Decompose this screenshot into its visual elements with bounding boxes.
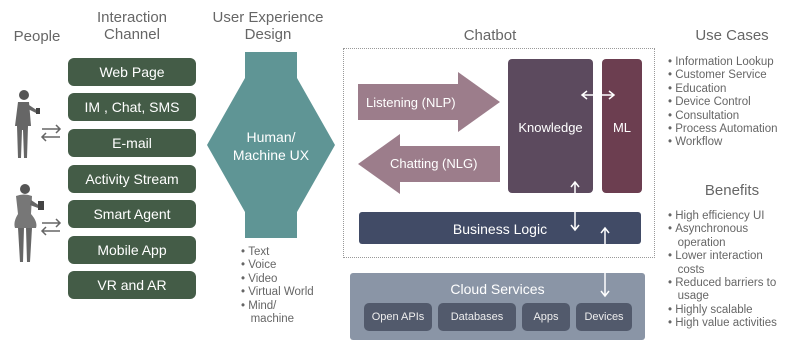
knowledge-logic-connector-icon [570, 180, 580, 232]
channel-vr-ar: VR and AR [68, 271, 196, 299]
chatbot-boundary [343, 48, 655, 258]
ux-design-header-line2: Design [244, 26, 292, 43]
business-logic-label: Business Logic [452, 221, 548, 237]
channel-web-page: Web Page [68, 58, 196, 86]
benefit-item: operation [677, 236, 726, 249]
people-arrows-top-icon [40, 124, 62, 142]
use-case-item: Workflow [668, 136, 778, 149]
ml-box [602, 59, 642, 193]
benefit-item: Reduced barriers to [668, 277, 777, 290]
business-logic-box [359, 212, 641, 244]
listening-arrow [358, 72, 500, 132]
interaction-channel-header: Interaction Channel [70, 9, 194, 43]
ux-design-header: User Experience Design [198, 9, 338, 43]
benefits-list: High efficiency UI Asynchronous operatio… [668, 210, 777, 331]
benefit-item: Highly scalable [668, 304, 777, 317]
interaction-channel-header-line1: Interaction [96, 9, 168, 26]
cloud-services-label: Cloud Services [450, 281, 545, 297]
listening-label: Listening (NLP) [366, 95, 456, 110]
use-case-item: Consultation [668, 110, 778, 123]
chatbot-header: Chatbot [463, 27, 517, 44]
chatting-label: Chatting (NLG) [390, 156, 478, 171]
use-cases-list: Information Lookup Customer Service Educ… [668, 56, 778, 150]
interaction-channel-header-line2: Channel [104, 26, 160, 43]
ux-design-header-line1: User Experience [212, 9, 324, 26]
ml-label: ML [612, 120, 632, 135]
service-devices: Devices [576, 303, 632, 331]
people-header: People [13, 28, 61, 45]
ux-item: Virtual World [241, 286, 313, 299]
benefit-item: usage [677, 290, 709, 303]
chatting-arrow [358, 134, 500, 194]
human-machine-ux-arrow [207, 52, 335, 238]
ux-modalities-list: Text Voice Video Virtual World Mind/ mac… [241, 246, 314, 326]
ux-item: Mind/ [241, 300, 314, 313]
people-arrows-bottom-icon [40, 218, 62, 236]
ux-item: machine [250, 313, 295, 326]
use-cases-header: Use Cases [695, 27, 769, 44]
use-case-item: Information Lookup [668, 56, 778, 69]
human-machine-ux-label: Human/ Machine UX [215, 128, 327, 164]
human-machine-ux-label-line1: Human/ [246, 129, 296, 145]
channel-activity-stream: Activity Stream [68, 165, 196, 193]
service-databases: Databases [438, 303, 516, 331]
use-case-item: Customer Service [668, 69, 778, 82]
ux-item: Text [241, 246, 314, 259]
benefit-item: Asynchronous [668, 223, 777, 236]
benefit-item: High efficiency UI [668, 210, 777, 223]
channel-smart-agent: Smart Agent [68, 200, 196, 228]
person-tablet-icon [14, 184, 44, 262]
person-phone-icon [15, 90, 40, 158]
knowledge-label: Knowledge [518, 120, 583, 135]
service-open-apis: Open APIs [364, 303, 432, 331]
knowledge-box [508, 59, 593, 193]
benefit-item: Lower interaction [668, 250, 777, 263]
logic-cloud-connector-icon [600, 226, 610, 298]
benefit-item: High value activities [668, 317, 777, 330]
channel-email: E-mail [68, 129, 196, 157]
ux-item: Voice [241, 259, 314, 272]
channel-mobile-app: Mobile App [68, 236, 196, 264]
benefit-item: costs [677, 263, 705, 276]
use-case-item: Device Control [668, 96, 778, 109]
knowledge-ml-connector-icon [580, 90, 616, 100]
human-machine-ux-label-line2: Machine UX [232, 147, 310, 163]
benefits-header: Benefits [704, 182, 760, 199]
ux-item: Video [241, 273, 314, 286]
use-case-item: Process Automation [668, 123, 777, 136]
use-case-item: Education [668, 83, 778, 96]
service-apps: Apps [522, 303, 570, 331]
channel-im-chat-sms: IM , Chat, SMS [68, 93, 196, 121]
